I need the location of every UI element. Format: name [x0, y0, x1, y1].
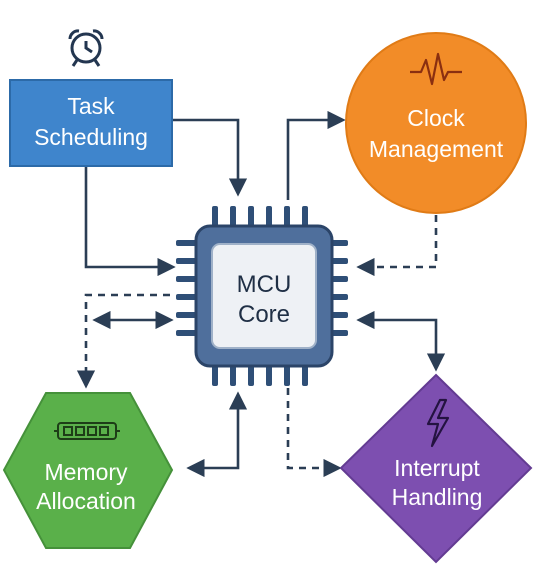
connector-task-to-core-left	[84, 165, 176, 277]
connector-task-to-core-top	[172, 118, 248, 197]
interrupt-handling-node: Interrupt Handling	[339, 373, 533, 564]
memory-allocation-node: Memory Allocation	[2, 392, 174, 549]
memory-allocation-hexagon	[2, 392, 174, 549]
chip-pins	[176, 206, 348, 386]
clock-management-node: Clock Management	[345, 32, 527, 214]
mcu-core-label-line1: MCU	[237, 271, 292, 298]
task-scheduling-box	[9, 79, 173, 167]
connector-core-to-memory	[76, 293, 170, 389]
task-scheduling-label-line2: Scheduling	[34, 124, 148, 150]
chip-face	[211, 243, 317, 349]
mcu-core-label-line2: Core	[238, 301, 290, 328]
connector-clock-to-core	[356, 215, 438, 277]
connector-memory-core-bottom	[186, 391, 248, 478]
waveform-icon	[410, 52, 462, 86]
interrupt-handling-diamond	[339, 373, 533, 564]
lightning-icon	[426, 398, 450, 448]
connector-core-interrupt	[356, 310, 446, 372]
memory-allocation-label-line2: Allocation	[36, 488, 136, 514]
mcu-core-node: MCU Core	[176, 206, 348, 386]
alarm-clock-icon	[68, 29, 104, 67]
task-scheduling-node: Task Scheduling	[9, 29, 173, 167]
connector-core-to-clock	[286, 110, 346, 200]
task-scheduling-label-line1: Task	[67, 93, 115, 119]
connectors	[76, 110, 446, 478]
connector-core-to-interrupt	[286, 388, 342, 478]
clock-management-circle	[345, 32, 527, 214]
clock-management-label-line2: Management	[369, 136, 504, 162]
memory-allocation-label-line1: Memory	[44, 459, 128, 485]
memory-module-icon	[54, 422, 120, 440]
clock-management-label-line1: Clock	[407, 105, 465, 131]
interrupt-handling-label-line1: Interrupt	[394, 455, 480, 481]
interrupt-handling-label-line2: Handling	[392, 484, 483, 510]
